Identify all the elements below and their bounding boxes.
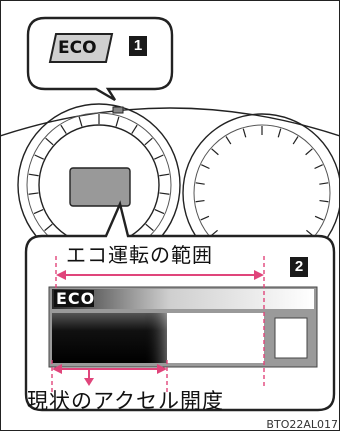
callout-number-2: 2 [290, 257, 308, 277]
throttle-label: 現状のアクセル開度 [27, 389, 224, 413]
gauge-tick [131, 124, 138, 134]
gauge-tick [45, 137, 54, 146]
eco-indicator-lamp [112, 106, 124, 114]
eco-lamp-symbol [48, 33, 114, 63]
throttle-marker [51, 360, 168, 392]
gauge-tick [44, 223, 53, 232]
gauge-tick [154, 154, 164, 160]
gauge-tick [60, 124, 67, 134]
eco-bar-end-box [274, 317, 308, 359]
left-gauge [17, 103, 181, 267]
dash-arc [0, 107, 340, 137]
gauge-tick [78, 116, 83, 127]
gauge-tick [145, 223, 154, 232]
gauge-tick [201, 164, 210, 170]
eco-lamp-label: ECO [58, 38, 97, 58]
gauge-tick [28, 173, 39, 177]
image-code: BTO22AL017 [266, 418, 338, 431]
eco-bar-label: ECO [56, 289, 96, 308]
gauge-tick [242, 128, 247, 138]
callout-number-1: 1 [129, 36, 147, 56]
gauge-tick [195, 182, 205, 185]
gauge-tick [154, 209, 165, 215]
gauge-tick [211, 148, 219, 156]
gauge-tick [314, 164, 323, 170]
gauge-tick [292, 136, 299, 145]
eco-bar-top-strip [52, 289, 314, 309]
gauge-tick [314, 215, 324, 221]
gauge-tick [225, 136, 232, 145]
gauge-tick [200, 215, 210, 221]
gauge-tick [159, 173, 170, 177]
gauge-tick [33, 209, 44, 215]
eco-range-label: エコ運転の範囲 [66, 243, 213, 267]
gauge-tick [305, 148, 313, 156]
eco-bar-label-box [54, 290, 94, 307]
gauge-tick [277, 128, 282, 138]
eco-bar-level-gloss [52, 313, 167, 363]
gauge-tick [115, 116, 120, 127]
gauge-tick [319, 199, 329, 203]
gauge-tick [159, 192, 170, 195]
gauge-tick [28, 192, 39, 195]
eco-range-marker [55, 256, 265, 388]
multi-info-display [69, 167, 131, 207]
gauge-tick [195, 199, 205, 203]
eco-bar [48, 286, 318, 368]
gauge-tick [34, 154, 44, 160]
gauge-tick [144, 137, 153, 146]
gauge-tick [319, 182, 329, 185]
